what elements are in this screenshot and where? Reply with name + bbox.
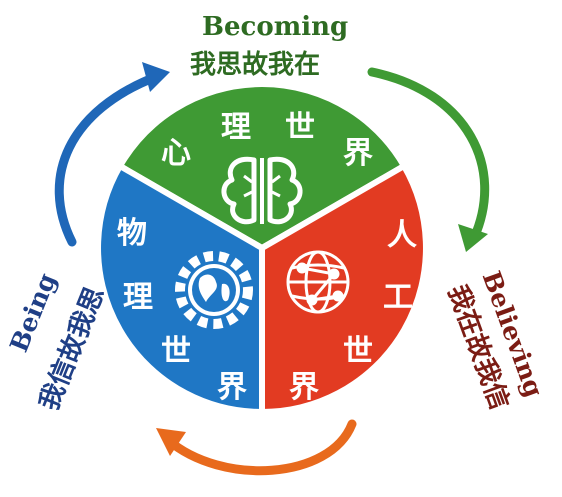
brain-icon [221, 156, 303, 225]
segment-artificial [259, 161, 429, 416]
top-chinese-label: 我思故我在 [190, 50, 321, 80]
physical-char-1: 物 [117, 216, 147, 251]
arrow-left-to-top-head [142, 62, 170, 92]
arrow-right-to-left [163, 419, 357, 476]
arrow-top-to-right [367, 67, 490, 243]
physical-char-3: 世 [161, 334, 191, 369]
mind-char-4: 界 [343, 136, 373, 171]
artificial-char-4: 界 [289, 370, 319, 405]
artificial-char-1: 人 [387, 218, 417, 253]
physical-char-2: 理 [123, 280, 153, 315]
top-english-label: Becoming [202, 12, 349, 42]
arrow-right-to-left-head [156, 428, 186, 456]
artificial-char-2: 工 [383, 280, 413, 315]
arrow-left-to-top [54, 71, 163, 247]
artificial-char-3: 世 [343, 334, 373, 369]
arrow-top-to-right-head [458, 224, 488, 252]
cycle-arrows [54, 62, 490, 476]
network-globe-icon [286, 250, 350, 314]
wheel [95, 81, 429, 416]
globe-gear-icon [175, 251, 253, 329]
mind-char-2: 理 [221, 110, 251, 145]
physical-char-4: 界 [217, 370, 247, 405]
mind-char-1: 心 [161, 136, 191, 171]
mind-char-3: 世 [285, 110, 315, 145]
